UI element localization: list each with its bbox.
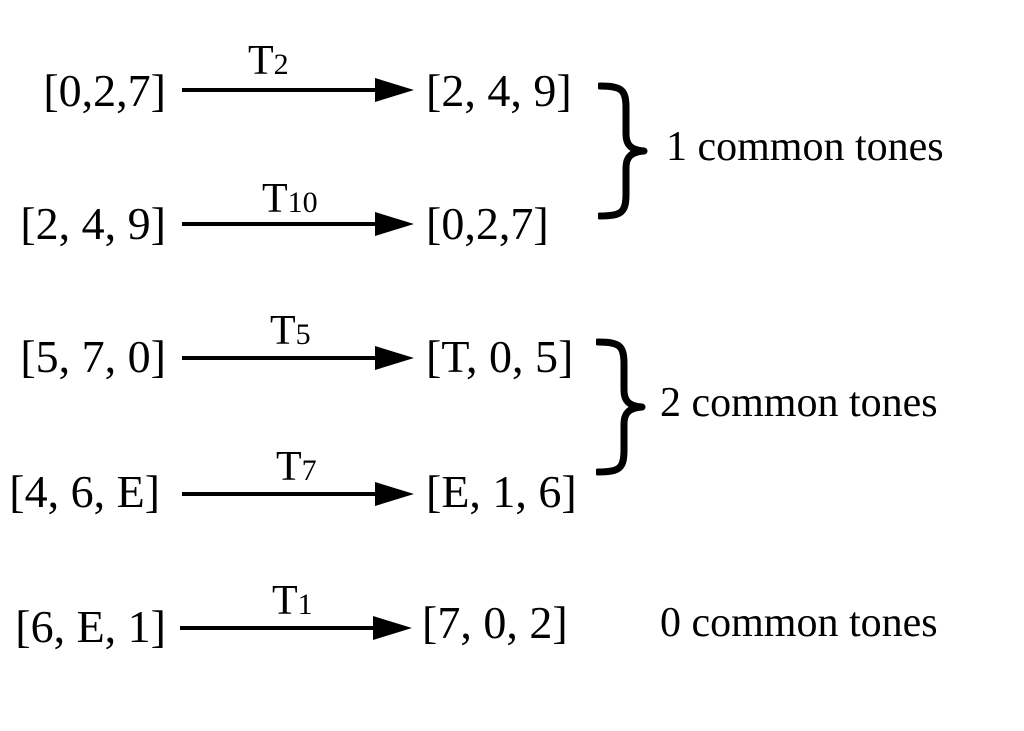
right-brace-icon: [596, 82, 648, 225]
source-set: [0,2,7]: [43, 65, 166, 116]
target-set: [2, 4, 9]: [426, 65, 572, 116]
target-set: [T, 0, 5]: [426, 331, 574, 382]
source-set: [4, 6, E]: [9, 466, 160, 517]
target-set: [E, 1, 6]: [426, 466, 577, 517]
arrow-icon: [182, 338, 414, 378]
arrow-icon: [180, 608, 412, 648]
right-brace-icon: [594, 338, 646, 481]
transposition-label: T7: [276, 444, 317, 490]
common-tones-label: 0 common tones: [660, 600, 938, 646]
source-set: [5, 7, 0]: [20, 331, 166, 382]
transposition-label: T10: [262, 176, 318, 222]
common-tones-label: 2 common tones: [660, 380, 938, 426]
arrow-icon: [182, 70, 414, 110]
transposition-label: T5: [270, 308, 311, 354]
arrow-icon: [182, 204, 414, 244]
target-set: [0,2,7]: [426, 198, 549, 249]
common-tones-label: 1 common tones: [666, 124, 944, 170]
transposition-label: T1: [272, 578, 313, 624]
source-set: [2, 4, 9]: [20, 198, 166, 249]
transposition-label: T2: [248, 38, 289, 84]
target-set: [7, 0, 2]: [422, 597, 568, 648]
arrow-icon: [182, 474, 414, 514]
source-set: [6, E, 1]: [15, 601, 166, 652]
